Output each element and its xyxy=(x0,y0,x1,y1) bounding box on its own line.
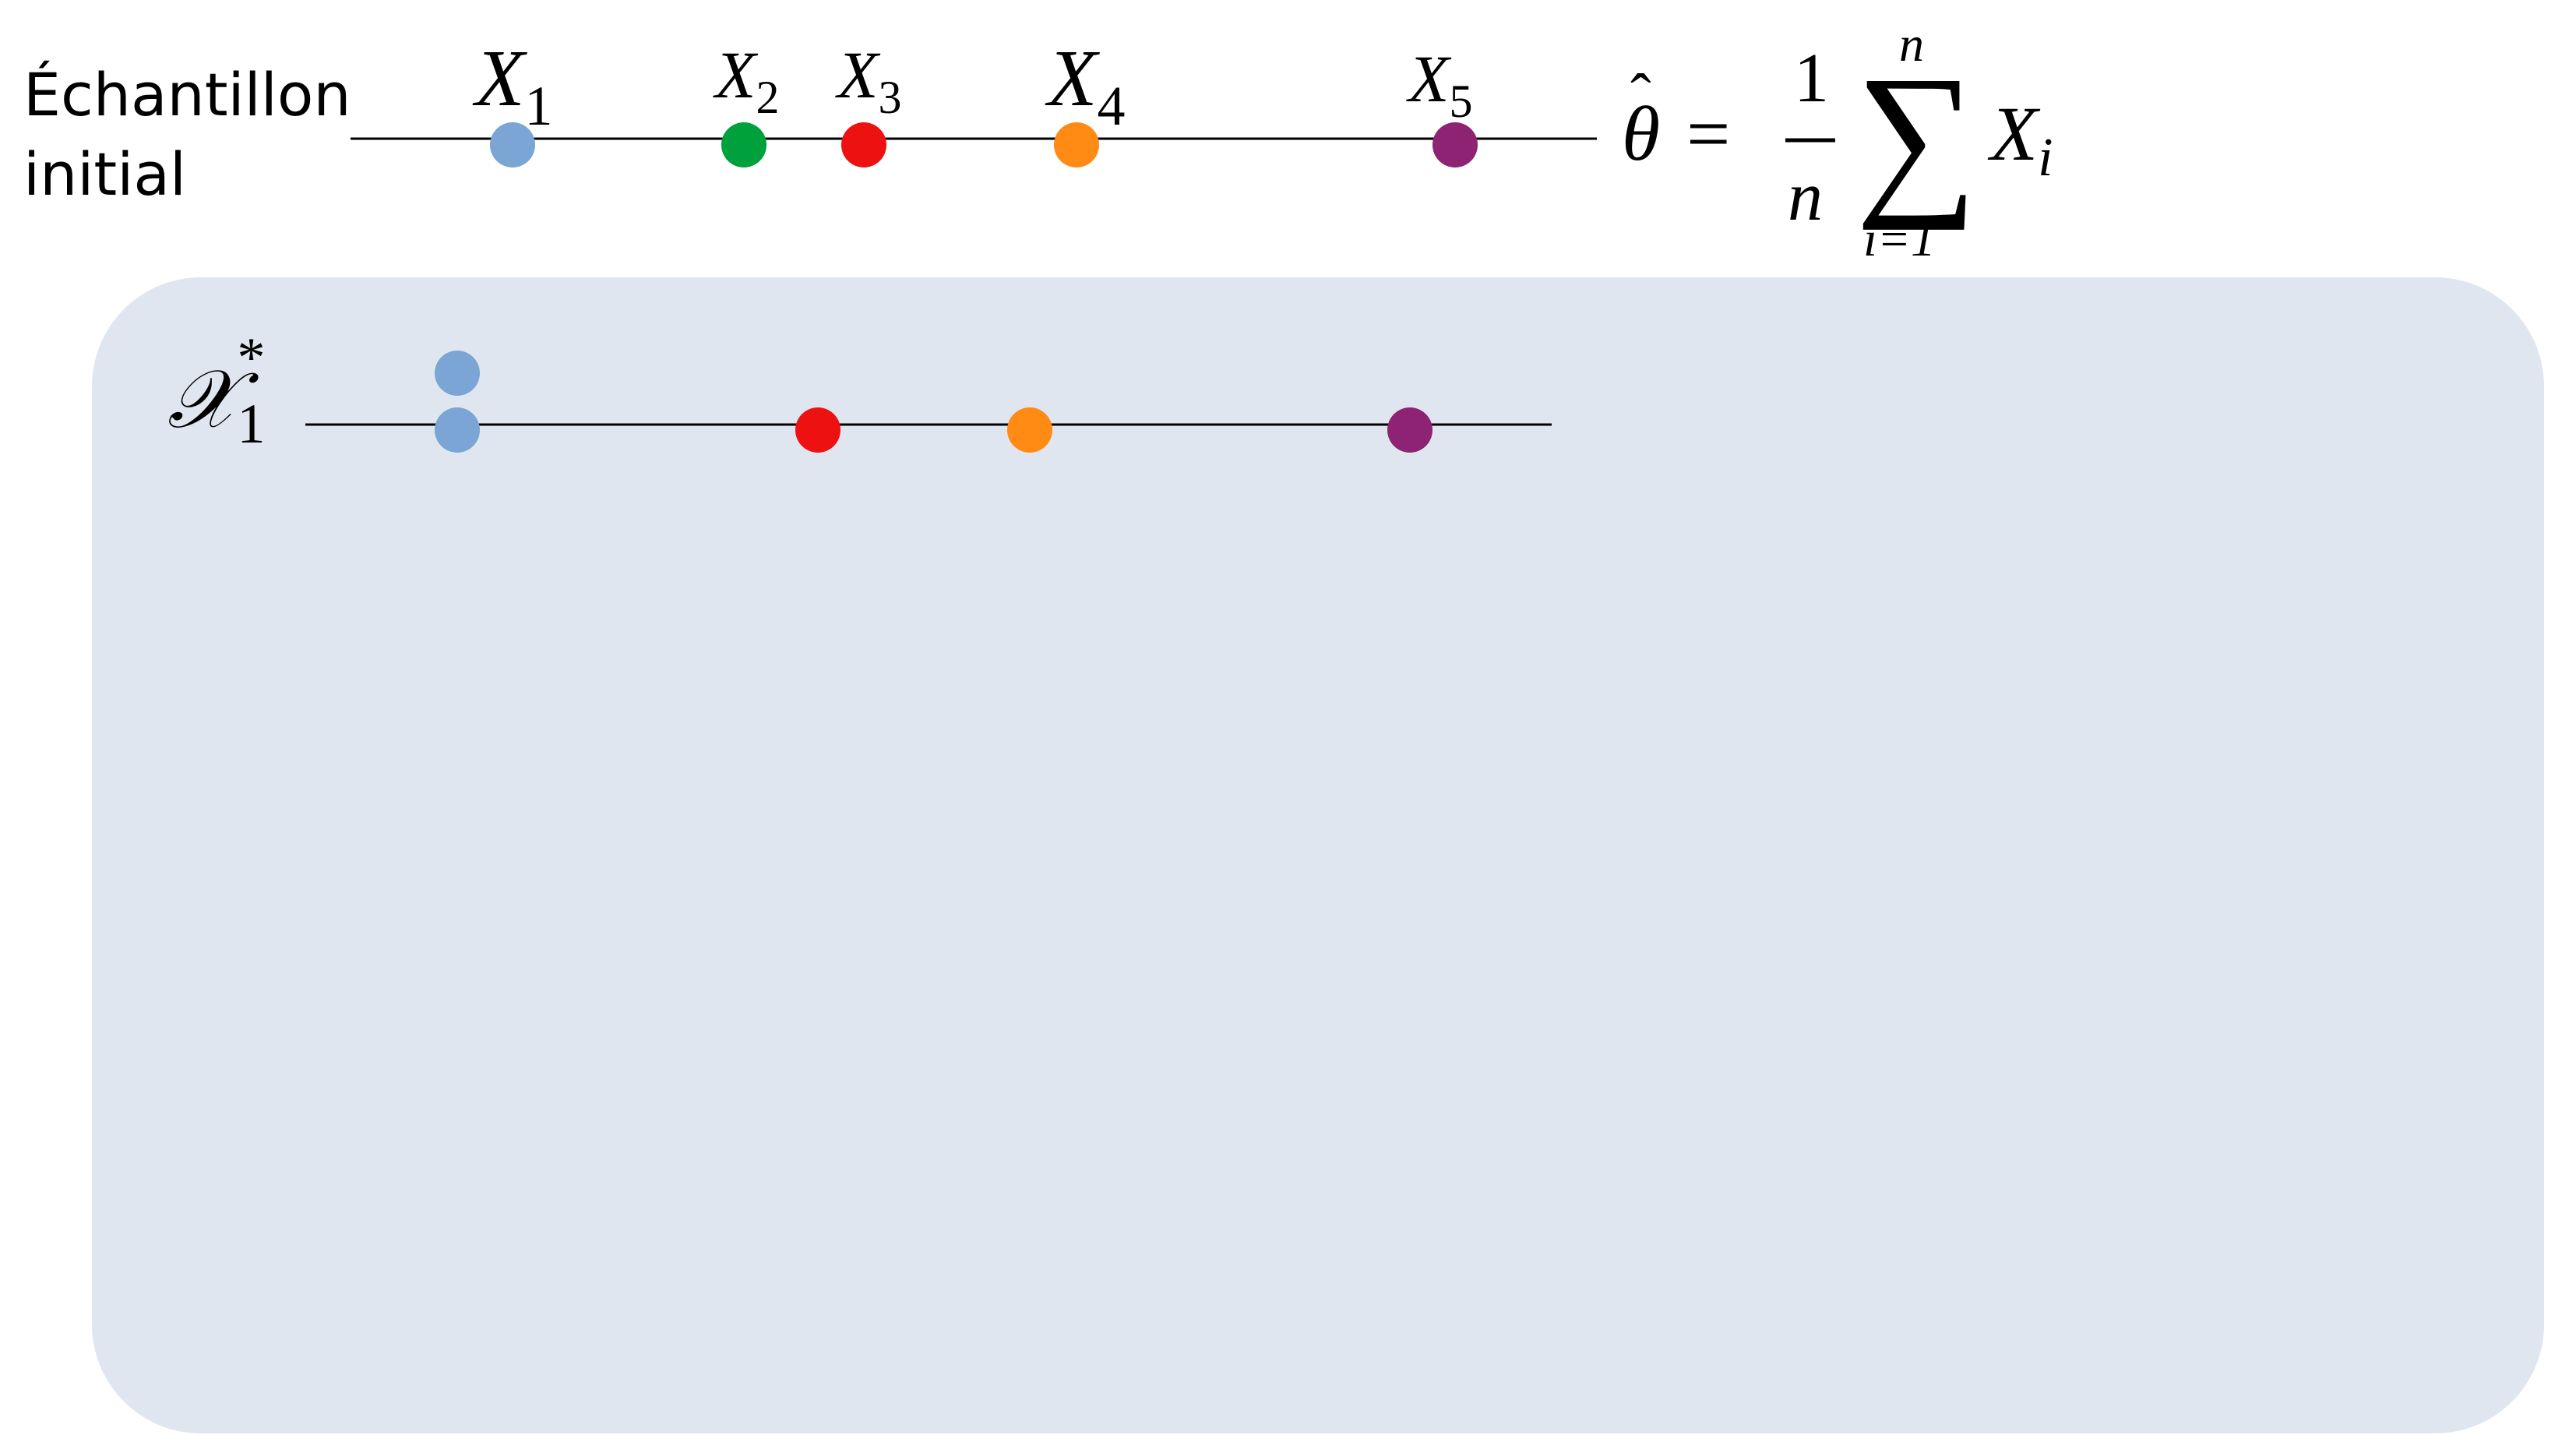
initial-sample-label-line2: initial xyxy=(23,139,186,209)
resample-label: 𝒳1* xyxy=(167,326,265,455)
label-x2: X2 xyxy=(713,37,780,123)
point-x4 xyxy=(1054,122,1099,167)
sum-symbol: ∑ xyxy=(1855,41,1978,231)
label-x1: X1 xyxy=(472,33,553,137)
label-x5: X5 xyxy=(1406,41,1473,127)
initial-sample-points xyxy=(490,122,1478,167)
fraction-denominator: n xyxy=(1788,158,1823,235)
label-x4: X4 xyxy=(1045,33,1126,137)
equals-sign: = xyxy=(1686,90,1730,177)
initial-sample-point-labels: X1 X2 X3 X4 X5 xyxy=(472,33,1473,137)
sum-term: Xi xyxy=(1987,90,2053,188)
theta-hat: ˆ xyxy=(1630,62,1651,131)
resample-point-x5 xyxy=(1387,407,1432,453)
resample-point-x3 xyxy=(795,407,840,453)
fraction-numerator: 1 xyxy=(1794,40,1829,117)
initial-sample-label-line1: Échantillon xyxy=(23,60,351,129)
point-x1 xyxy=(490,122,535,167)
sum-lower-limit: i=1 xyxy=(1863,211,1936,266)
estimator-formula: θ ˆ = 1 n ∑ n i=1 Xi xyxy=(1622,16,2053,266)
label-x3: X3 xyxy=(835,37,902,123)
point-x2 xyxy=(721,122,766,167)
point-x3 xyxy=(841,122,886,167)
point-x5 xyxy=(1432,122,1478,167)
resample-point-x1-a xyxy=(435,407,480,453)
sum-upper-limit: n xyxy=(1899,16,1924,72)
resample-panel xyxy=(92,277,2544,1433)
theta-symbol: θ xyxy=(1622,90,1660,177)
resample-points xyxy=(435,351,1432,453)
resample-point-x4 xyxy=(1007,407,1052,453)
resample-point-x1-b xyxy=(435,351,480,396)
